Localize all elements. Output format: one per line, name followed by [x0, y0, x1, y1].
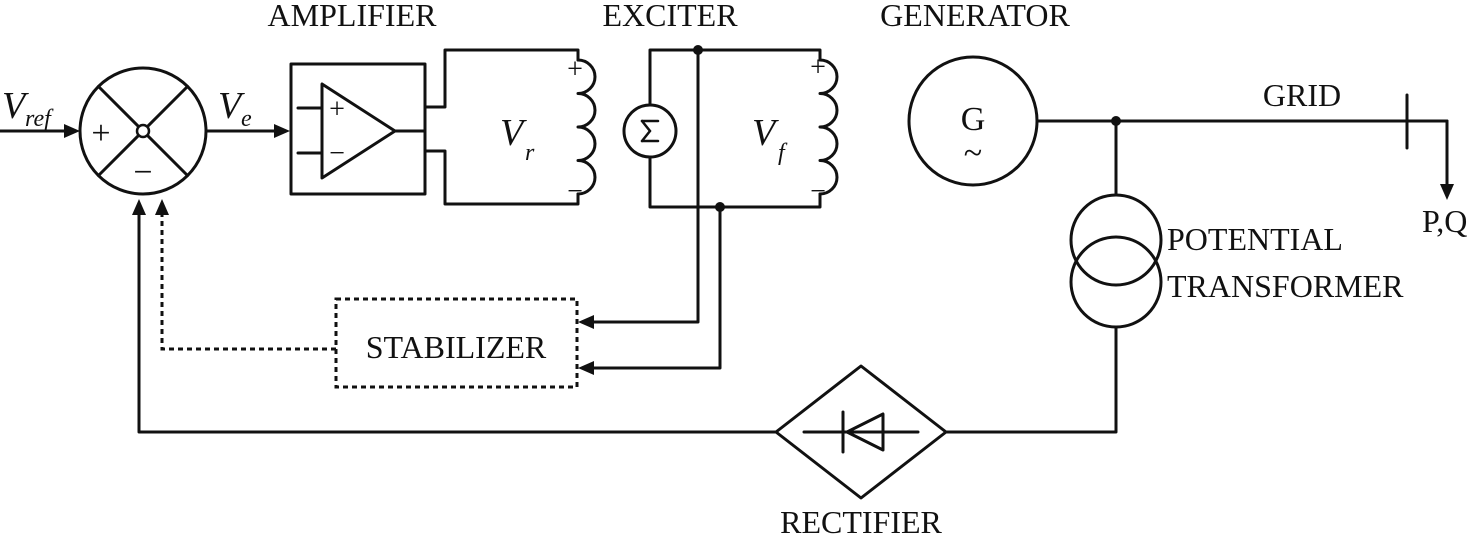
pt-to-rectifier-wire [944, 325, 1118, 434]
pt-secondary-winding-icon [1069, 235, 1163, 329]
rectifier-diode-icon [802, 410, 920, 454]
generator-field-coil-icon [818, 58, 839, 196]
stabilizer-label: STABILIZER [366, 329, 547, 365]
svg-text:V: V [218, 85, 245, 127]
svg-text:e: e [241, 106, 252, 132]
exciter-caption: EXCITER [602, 0, 738, 33]
generator-caption: GENERATOR [880, 0, 1070, 33]
voltage-feedback-arrowhead [132, 199, 146, 215]
summer-plus-sign: + [91, 115, 110, 152]
exciter-upper-wire [648, 48, 822, 107]
svg-text:ref: ref [25, 106, 54, 132]
rectifier-label: RECTIFIER [780, 504, 942, 537]
stabilizer-block [334, 297, 579, 389]
grid-label: GRID [1263, 77, 1341, 113]
vr-label: V r [500, 112, 535, 166]
svg-text:V: V [752, 112, 779, 154]
pq-label: P,Q [1422, 203, 1467, 239]
vf-label: V f [752, 112, 788, 166]
stabilizer-output-dashed-line [160, 212, 336, 351]
vr-lower-wire [423, 149, 580, 206]
svg-text:V: V [2, 85, 29, 127]
vf-minus-sign: − [810, 176, 826, 207]
ve-arrowhead [274, 124, 290, 138]
generator-symbol-letter: G [961, 101, 986, 138]
amplifier-caption: AMPLIFIER [268, 0, 438, 33]
vr-upper-wire [423, 48, 580, 109]
stabilizer-output-arrowhead [155, 199, 169, 215]
vref-label: V ref [2, 85, 54, 132]
generator-ac-wave-icon: ~ [964, 135, 982, 172]
stabilizer-input-upper-arrowhead [578, 315, 594, 329]
svg-text:r: r [525, 140, 535, 166]
vf-plus-sign: + [810, 52, 826, 83]
exciter-armature-icon [622, 103, 678, 159]
svg-text:f: f [778, 140, 788, 166]
op-amp-minus-sign: − [329, 138, 345, 169]
ve-label: V e [218, 85, 252, 132]
exciter-lower-wire [648, 155, 822, 209]
amplifier-block [289, 62, 427, 196]
vref-arrowhead [64, 124, 80, 138]
voltage-feedback-line [137, 210, 778, 434]
svg-text:V: V [500, 112, 527, 154]
pq-output-arrowhead [1440, 184, 1454, 200]
stabilizer-input-upper-wire [588, 48, 700, 324]
potential-label: POTENTIAL [1167, 221, 1343, 257]
vr-minus-sign: − [567, 176, 583, 207]
stabilizer-input-lower-arrowhead [578, 361, 594, 375]
transformer-label: TRANSFORMER [1167, 268, 1404, 304]
vr-plus-sign: + [567, 54, 583, 85]
op-amp-triangle-icon [320, 82, 397, 180]
pt-primary-winding-icon [1069, 193, 1163, 287]
exciter-brush-icon [640, 119, 660, 143]
stabilizer-input-lower-wire [588, 205, 722, 370]
op-amp-plus-sign: + [329, 94, 345, 125]
rectifier-bridge-icon [774, 364, 948, 500]
exciter-field-coil-icon [576, 58, 597, 196]
summer-minus-sign: − [133, 154, 152, 191]
